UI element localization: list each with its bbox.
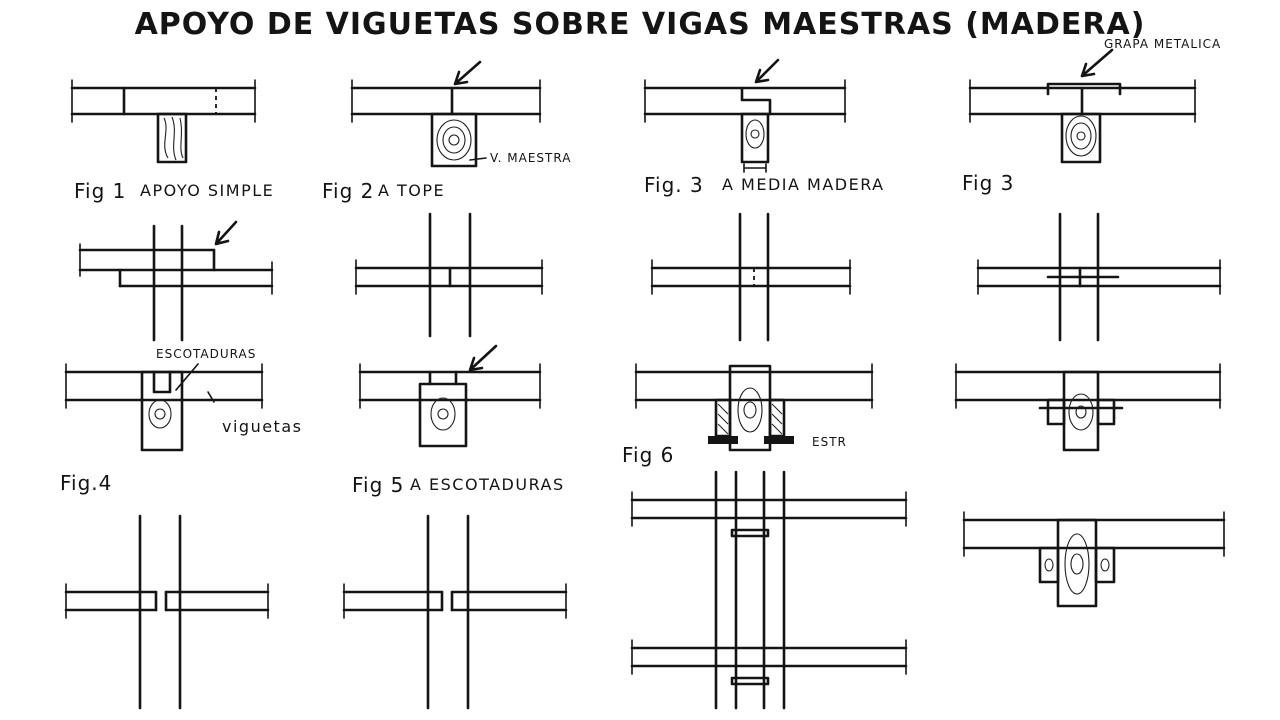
fig-bolted-elevation xyxy=(954,363,1222,452)
fig6-elevation xyxy=(634,363,874,452)
fig3b-label: Fig 3 xyxy=(962,171,1014,195)
fig3b-plan xyxy=(976,212,1222,342)
fig4-plan xyxy=(64,514,270,710)
fig3a-desc: A MEDIA MADERA xyxy=(722,175,885,194)
escotaduras-label: ESCOTADURAS xyxy=(156,347,256,361)
fig5-label: Fig 5 xyxy=(352,473,404,497)
fig1-plan xyxy=(78,220,274,342)
fig2-label: Fig 2 xyxy=(322,179,374,203)
fig5-elevation xyxy=(358,344,542,448)
fig4-elevation xyxy=(64,363,264,452)
fig6-label: Fig 6 xyxy=(622,443,674,467)
fig3a-plan xyxy=(650,212,852,342)
fig1-desc: APOYO SIMPLE xyxy=(140,181,274,200)
estr-label: ESTR xyxy=(812,435,847,449)
fig5-desc: A ESCOTADURAS xyxy=(410,475,565,494)
fig2-elevation xyxy=(350,60,542,168)
fig5-plan xyxy=(342,514,568,710)
fig2-desc: A TOPE xyxy=(378,181,445,200)
fig3a-elevation xyxy=(643,58,847,173)
viguetas-label: viguetas xyxy=(222,417,302,436)
fig3b-elevation xyxy=(968,48,1197,164)
sheet-title: APOYO DE VIGUETAS SOBRE VIGAS MAESTRAS (… xyxy=(135,7,1146,42)
fig1-label: Fig 1 xyxy=(74,179,126,203)
grapa-label: GRAPA METALICA xyxy=(1104,37,1221,51)
fig3a-label: Fig. 3 xyxy=(644,173,704,197)
fig4-label: Fig.4 xyxy=(60,471,112,495)
fig1-elevation xyxy=(70,79,257,164)
fig2-plan xyxy=(354,212,544,338)
fig-strap-elevation xyxy=(962,511,1226,608)
v-maestra-label: V. MAESTRA xyxy=(490,151,571,165)
fig6-plan xyxy=(630,470,908,710)
